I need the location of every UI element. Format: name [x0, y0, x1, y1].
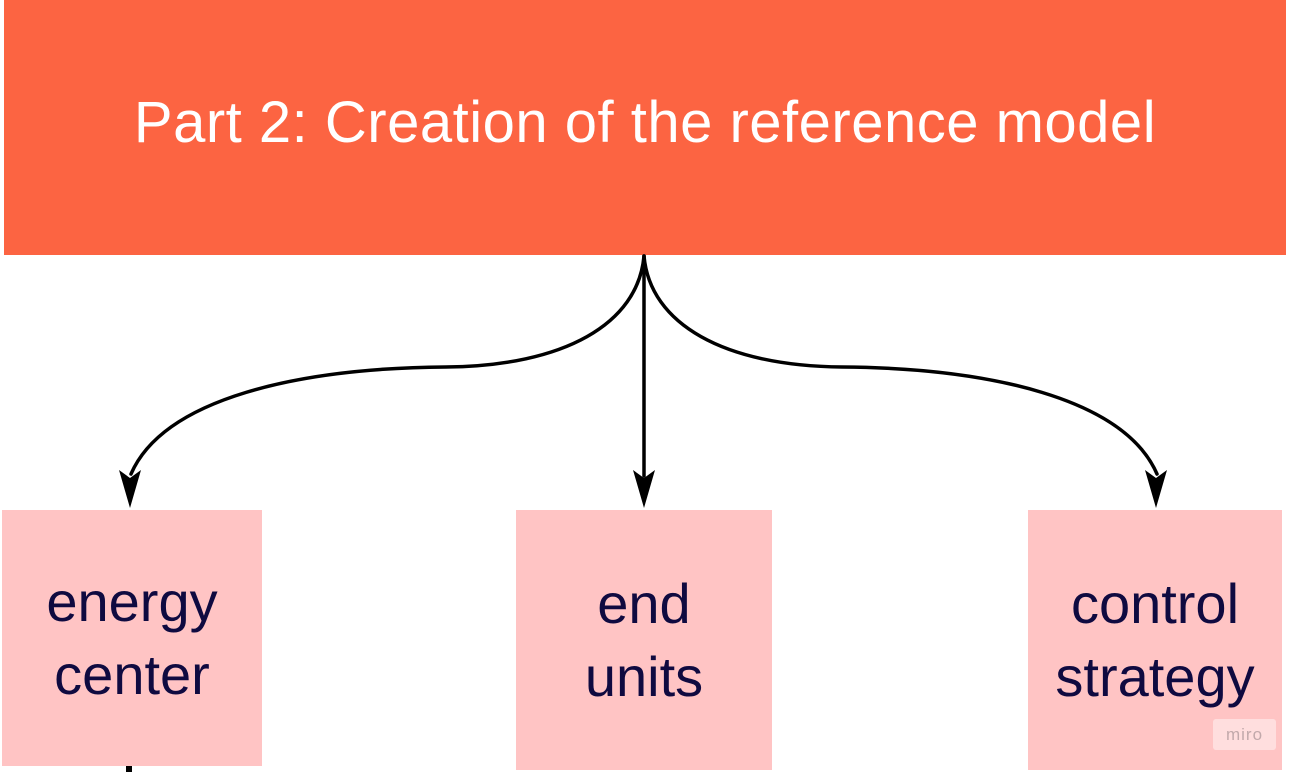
box-end-units[interactable]: end units: [516, 510, 772, 770]
banner-title: Part 2: Creation of the reference model: [133, 90, 1157, 155]
box-control-strategy[interactable]: control strategy: [1028, 510, 1282, 770]
box-end-units-label: end units: [584, 571, 704, 708]
stray-mark: [126, 766, 132, 772]
arrowhead-left-icon: [119, 470, 141, 508]
arrowhead-middle-icon: [633, 470, 655, 508]
connector-left[interactable]: [129, 254, 646, 476]
box-energy-center-label: energy center: [46, 569, 218, 706]
miro-watermark-label: miro: [1225, 724, 1264, 744]
arrowhead-right-icon: [1145, 470, 1167, 508]
connector-right[interactable]: [642, 254, 1159, 476]
box-energy-center[interactable]: energy center: [2, 510, 262, 766]
miro-watermark[interactable]: miro: [1213, 719, 1276, 750]
box-control-strategy-label: control strategy: [1055, 571, 1255, 708]
title-shape[interactable]: Part 2: Creation of the reference model: [4, 0, 1286, 255]
